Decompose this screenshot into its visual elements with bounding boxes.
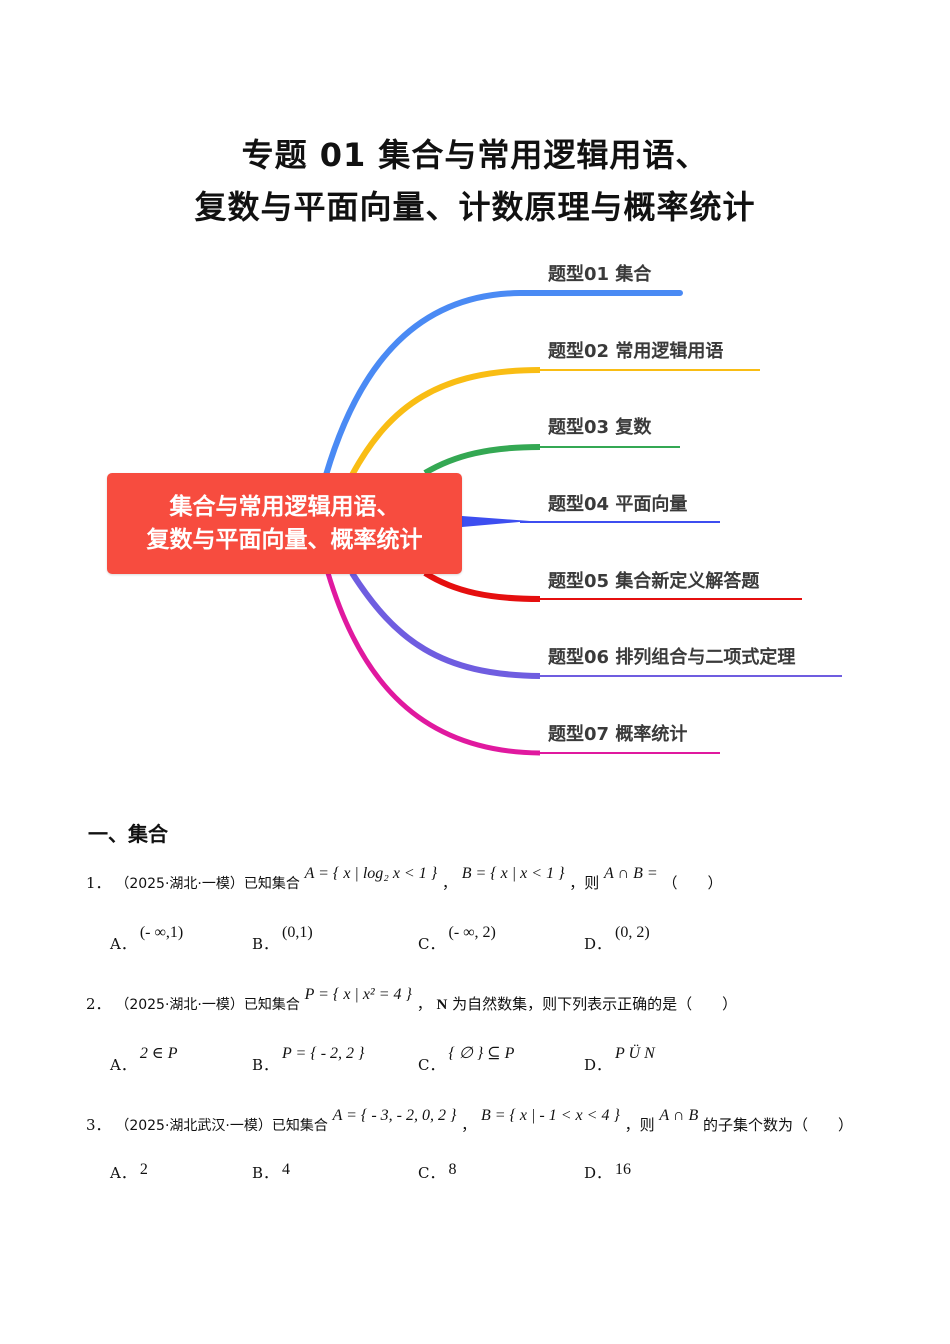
option-letter: B．	[252, 1164, 279, 1182]
option-a[interactable]: A．2 ∈ P	[110, 1045, 177, 1075]
section-heading: 一、集合	[88, 822, 168, 846]
option-letter: B．	[252, 935, 279, 953]
option-letter: B．	[252, 1056, 279, 1074]
question-tail: （ ）	[662, 874, 723, 892]
question-2: 2． （2025·湖北·一模）已知集合 P = { x | x² = 4 } ，…	[86, 986, 738, 1014]
option-letter: C．	[418, 1056, 445, 1074]
option-letter: D．	[584, 1056, 612, 1074]
option-value: P = { - 2, 2 }	[282, 1045, 365, 1062]
document-title-line-2: 复数与平面向量、计数原理与概率统计	[194, 188, 756, 226]
branch-line-7	[325, 572, 541, 756]
branch-label-2: 题型02 常用逻辑用语	[548, 341, 724, 362]
separator: ，则	[624, 1116, 655, 1134]
option-d[interactable]: D．(0, 2)	[584, 924, 650, 954]
option-b[interactable]: B．4	[252, 1161, 291, 1183]
separator: ，	[416, 995, 432, 1013]
mind-map-center-node: 集合与常用逻辑用语、 复数与平面向量、概率统计	[107, 473, 462, 574]
option-a[interactable]: A．2	[110, 1161, 148, 1183]
option-d[interactable]: D．16	[584, 1161, 632, 1183]
math-expression: A = { x | log₂ x < 1 }	[304, 865, 438, 882]
option-letter: C．	[418, 935, 445, 953]
option-value: (0, 2)	[615, 924, 650, 941]
question-tail: 为自然数集，则下列表示正确的是（ ）	[452, 995, 738, 1013]
option-c[interactable]: C．{ ∅ } ⊆ P	[418, 1045, 514, 1075]
option-value: 16	[615, 1161, 632, 1178]
question-number: 2．	[86, 995, 111, 1013]
branch-line-6	[349, 571, 541, 679]
option-value: (- ∞,1)	[139, 924, 184, 941]
branch-line-2	[349, 367, 541, 477]
option-c[interactable]: C．8	[418, 1161, 457, 1183]
natural-numbers-symbol: N	[436, 997, 448, 1013]
center-node-line-1: 集合与常用逻辑用语、	[169, 493, 400, 520]
question-number: 1．	[86, 874, 111, 892]
option-b[interactable]: B．(0,1)	[252, 924, 313, 954]
option-value: (0,1)	[282, 924, 313, 941]
branch-label-4: 题型04 平面向量	[548, 494, 688, 515]
separator: ，则	[569, 874, 600, 892]
branch-label-3: 题型03 复数	[548, 417, 652, 438]
question-1: 1． （2025·湖北·一模）已知集合 A = { x | log₂ x < 1…	[86, 865, 723, 893]
mind-map: 集合与常用逻辑用语、 复数与平面向量、概率统计 题型01 集合 题型02 常用逻…	[0, 240, 950, 780]
branch-label-6: 题型06 排列组合与二项式定理	[548, 647, 796, 668]
option-letter: C．	[418, 1164, 445, 1182]
option-value: 2 ∈ P	[139, 1045, 178, 1062]
option-letter: D．	[584, 935, 612, 953]
center-node-line-2: 复数与平面向量、概率统计	[146, 526, 423, 553]
math-expression: P = { x | x² = 4 }	[304, 986, 412, 1003]
option-letter: A．	[110, 1056, 136, 1074]
mind-map-branches	[323, 290, 842, 756]
branch-label-1: 题型01 集合	[548, 264, 652, 285]
question-tail: 的子集个数为（ ）	[703, 1116, 854, 1134]
question-source: （2025·湖北武汉·一模）已知集合	[115, 1118, 328, 1134]
branch-line-3	[423, 444, 541, 476]
math-expression: A = { - 3, - 2, 0, 2 }	[332, 1107, 457, 1124]
branch-line-4	[462, 516, 530, 527]
option-letter: A．	[110, 1164, 136, 1182]
option-d[interactable]: D．P Ü N	[584, 1045, 655, 1075]
math-expression: B = { x | - 1 < x < 4 }	[480, 1107, 620, 1124]
option-c[interactable]: C．(- ∞, 2)	[418, 924, 496, 954]
option-value: 2	[139, 1161, 148, 1178]
option-b[interactable]: B．P = { - 2, 2 }	[252, 1045, 364, 1075]
branch-line-1	[323, 290, 683, 478]
question-source: （2025·湖北·一模）已知集合	[115, 876, 300, 892]
option-value: { ∅ } ⊆ P	[448, 1045, 515, 1062]
option-value: 4	[282, 1161, 291, 1178]
question-number: 3．	[86, 1116, 111, 1134]
option-letter: D．	[584, 1164, 612, 1182]
branch-label-7: 题型07 概率统计	[548, 724, 688, 745]
option-letter: A．	[110, 935, 136, 953]
option-a[interactable]: A．(- ∞,1)	[110, 924, 183, 954]
document-title-line-1: 专题 01 集合与常用逻辑用语、	[241, 136, 709, 174]
option-value: 8	[448, 1161, 457, 1178]
branch-line-5	[423, 570, 541, 602]
math-expression: A ∩ B =	[604, 865, 658, 882]
branch-label-5: 题型05 集合新定义解答题	[548, 571, 760, 592]
separator: ，	[441, 874, 457, 892]
question-3: 3． （2025·湖北武汉·一模）已知集合 A = { - 3, - 2, 0,…	[86, 1107, 854, 1135]
option-value: P Ü N	[615, 1045, 655, 1062]
separator: ，	[461, 1116, 477, 1134]
math-expression: A ∩ B	[659, 1107, 699, 1124]
question-source: （2025·湖北·一模）已知集合	[115, 997, 300, 1013]
option-value: (- ∞, 2)	[448, 924, 496, 941]
math-expression: B = { x | x < 1 }	[461, 865, 565, 882]
